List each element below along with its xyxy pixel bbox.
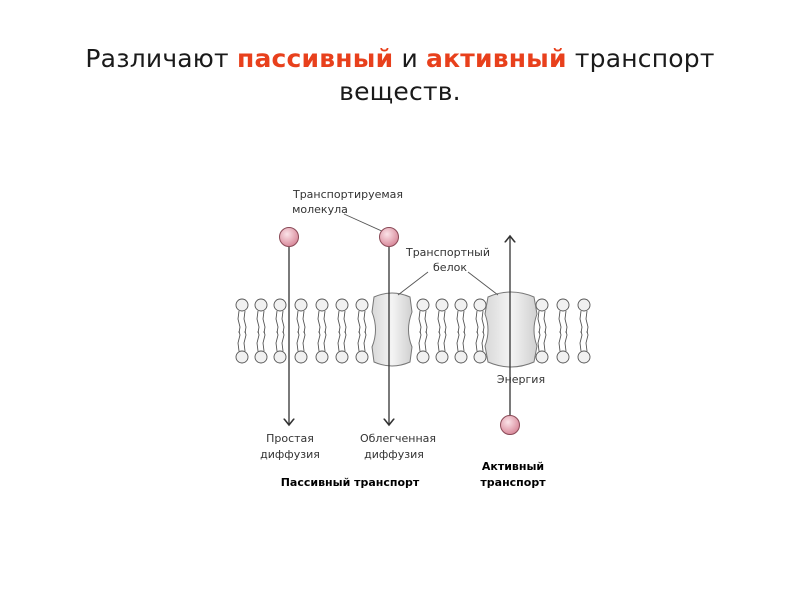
active-transport-label-line1: Активный: [482, 460, 544, 473]
phospholipid: [454, 298, 468, 364]
protein-label-line1: Транспортный: [405, 246, 490, 259]
slide-title: Различают пассивный и активный транспорт…: [40, 42, 760, 108]
phospholipid: [435, 298, 449, 364]
phospholipid: [577, 298, 591, 364]
transport-protein-channel: [371, 292, 413, 367]
title-and: и: [393, 44, 427, 73]
phospholipid: [416, 298, 430, 364]
title-prefix: Различают: [85, 44, 237, 73]
facilitated-diffusion-label-line2: диффузия: [364, 448, 424, 461]
molecule-label-line2: молекула: [292, 203, 348, 216]
energy-label: Энергия: [497, 373, 545, 386]
phospholipid: [473, 298, 487, 364]
facilitated-diffusion-label-line1: Облегченная: [360, 432, 436, 445]
title-suffix: транспорт веществ.: [339, 44, 715, 106]
phospholipid: [273, 298, 287, 364]
title-active-highlight: активный: [426, 44, 567, 73]
protein-label-line2: белок: [433, 261, 467, 274]
phospholipid: [556, 298, 570, 364]
passive-transport-label: Пассивный транспорт: [281, 476, 420, 489]
active-transport-label-line2: транспорт: [480, 476, 546, 489]
molecule-callout-line: [343, 213, 385, 233]
simple-diffusion-label-line1: Простая: [266, 432, 314, 445]
phospholipid: [254, 298, 268, 364]
phospholipid: [355, 298, 369, 364]
molecule-facilitated-diffusion: [379, 227, 399, 247]
lipid-bilayer: [235, 298, 591, 364]
molecule-simple-diffusion: [279, 227, 299, 247]
molecule-active-transport: [500, 415, 520, 435]
protein-callout-line-left: [397, 271, 429, 296]
phospholipid: [335, 298, 349, 364]
phospholipid: [535, 298, 549, 364]
phospholipid: [235, 298, 249, 364]
simple-diffusion-label-line2: диффузия: [260, 448, 320, 461]
phospholipid: [315, 298, 329, 364]
phospholipid: [294, 298, 308, 364]
transport-protein-pump: [484, 291, 538, 368]
protein-callout-line-right: [467, 271, 499, 296]
title-passive-highlight: пассивный: [236, 44, 394, 73]
molecule-label-line1: Транспортируемая: [292, 188, 403, 201]
